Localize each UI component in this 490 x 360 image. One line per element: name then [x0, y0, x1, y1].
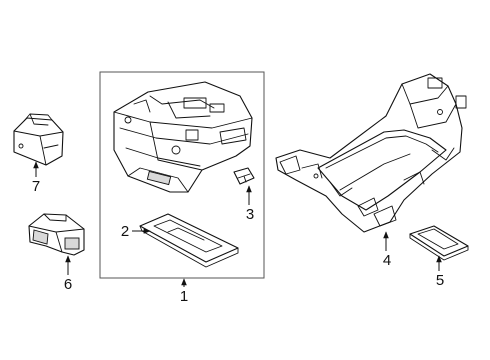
callout-6: 6	[64, 276, 72, 293]
callout-2: 2	[121, 223, 129, 240]
part-3-bulb	[233, 167, 255, 185]
part-7-switch	[13, 113, 64, 166]
part-5-pad	[409, 225, 469, 261]
part-2-lens-panel	[139, 213, 239, 268]
assembly-frame	[99, 71, 265, 279]
callout-5: 5	[436, 272, 444, 289]
callout-3: 3	[246, 206, 254, 223]
callout-7: 7	[32, 178, 40, 195]
callout-4: 4	[383, 252, 391, 269]
part-6-connector	[28, 213, 85, 256]
part-1-console-housing	[113, 81, 253, 193]
part-4-bracket	[275, 73, 467, 233]
callout-1: 1	[180, 288, 188, 305]
